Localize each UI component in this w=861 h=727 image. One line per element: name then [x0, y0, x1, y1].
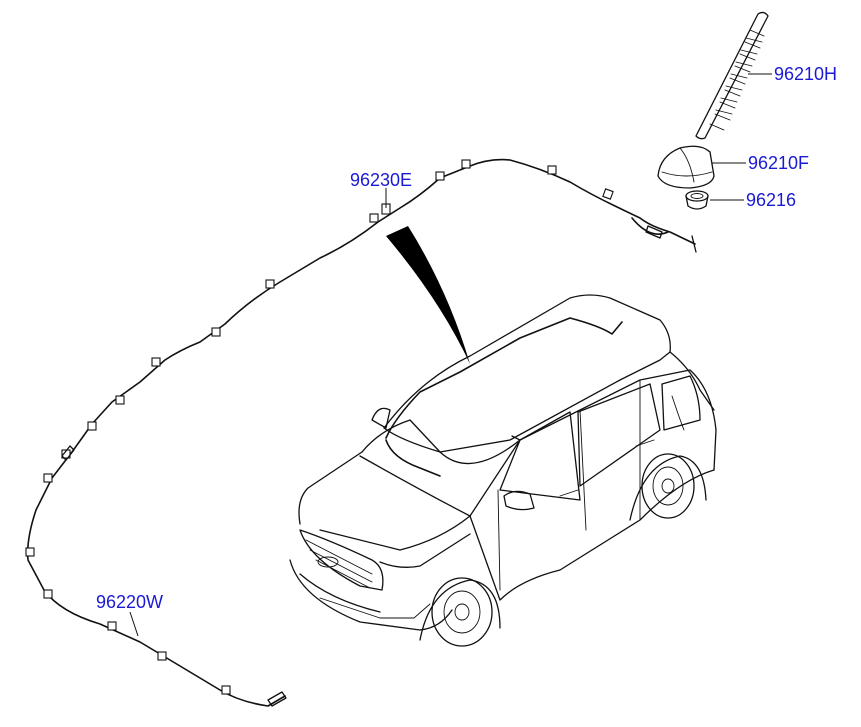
leader-96220W [129, 611, 139, 637]
antenna-pad-icon [685, 190, 709, 210]
part-label-96216: 96216 [746, 190, 796, 210]
antenna-base-icon [657, 145, 715, 189]
part-label-96220W: 96220W [96, 592, 163, 612]
antenna-rod-icon [695, 11, 769, 140]
pointer-wedge [386, 226, 470, 364]
part-label-96230E: 96230E [350, 170, 412, 190]
part-label-96210F: 96210F [748, 153, 809, 173]
part-label-96210H: 96210H [774, 64, 837, 84]
feeder-cable-icon [25, 158, 697, 707]
suv-vehicle-icon [289, 294, 717, 647]
